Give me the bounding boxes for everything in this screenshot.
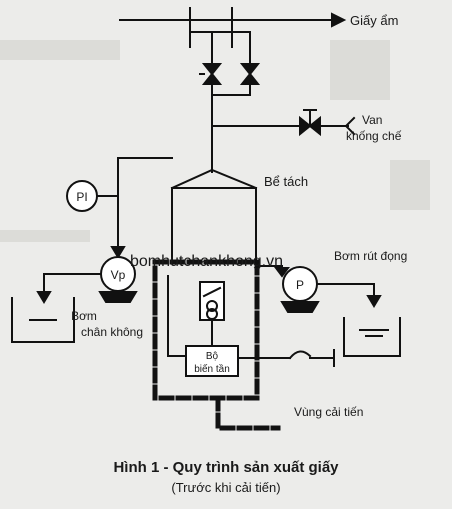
tank-right [343, 317, 401, 357]
improvement-zone-tail [215, 395, 281, 431]
pipe-pump-to-inverter [167, 275, 187, 357]
paper-arrow [331, 12, 347, 28]
separator-tank [170, 168, 258, 261]
valve-left [199, 63, 223, 85]
label-improvement-zone: Vùng cải tiến [294, 405, 363, 419]
label-separator-tank: Bể tách [264, 174, 308, 189]
label-paper-out: Giấy ẩm [350, 13, 398, 28]
drain-arrow [274, 267, 290, 278]
label-p: P [296, 278, 304, 292]
tank-left [11, 297, 75, 343]
improvement-zone [152, 259, 260, 401]
label-vacuum-pump-2: chân không [81, 325, 143, 339]
valve-right [239, 63, 261, 85]
label-pi: PI [76, 190, 87, 204]
background-texture [0, 40, 430, 242]
control-valve [299, 109, 321, 137]
pipe-extraction-out [317, 283, 375, 301]
label-vp: Vp [111, 268, 126, 282]
inverter-box [185, 345, 239, 377]
caption-title: Hình 1 - Quy trình sản xuất giấy [113, 459, 339, 476]
watermark: bomhutchankhong.vn [130, 253, 283, 270]
label-vacuum-pump-1: Bơm [71, 309, 97, 323]
caption-subtitle: (Trước khi cải tiến) [171, 480, 280, 495]
label-inverter-2: biến tần [194, 363, 230, 375]
switch [288, 350, 312, 360]
label-extraction-pump: Bơm rút đọng [334, 249, 407, 263]
vacuum-arrow [110, 246, 126, 259]
pipe-to-vacuum [117, 157, 173, 255]
pipe-vacuum-out [43, 273, 101, 297]
label-inverter-1: Bộ [206, 351, 219, 362]
motor-symbol [199, 281, 225, 349]
label-control-valve-1: Van [362, 113, 382, 127]
vacuum-out-arrow [36, 291, 52, 304]
control-arrow [344, 116, 356, 136]
extraction-arrow [366, 295, 382, 308]
label-control-valve-2: khống chế [346, 129, 402, 143]
